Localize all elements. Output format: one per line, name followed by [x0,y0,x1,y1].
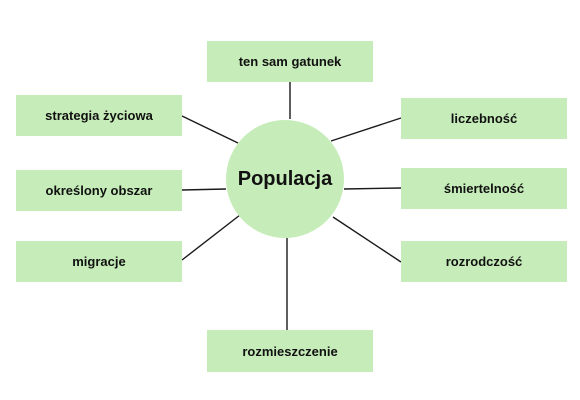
center-node-populacja: Populacja [226,120,344,238]
node-liczebnosc: liczebność [401,98,567,139]
node-migracje: migracje [16,241,182,282]
connector-top-left [181,115,239,144]
connector-bottom-left [181,214,241,261]
node-rozmieszczenie: rozmieszczenie [207,330,373,372]
node-okreslony-obszar: określony obszar [16,170,182,211]
node-rozrodczosc: rozrodczość [401,241,567,282]
node-strategia-zyciowa: strategia życiowa [16,95,182,136]
connector-mid-right [343,187,402,190]
node-smiertelnosc: śmiertelność [401,168,567,209]
connector-top-right [330,117,402,142]
connector-bottom-right [332,216,402,263]
connector-mid-left [181,188,227,191]
node-ten-sam-gatunek: ten sam gatunek [207,41,373,82]
